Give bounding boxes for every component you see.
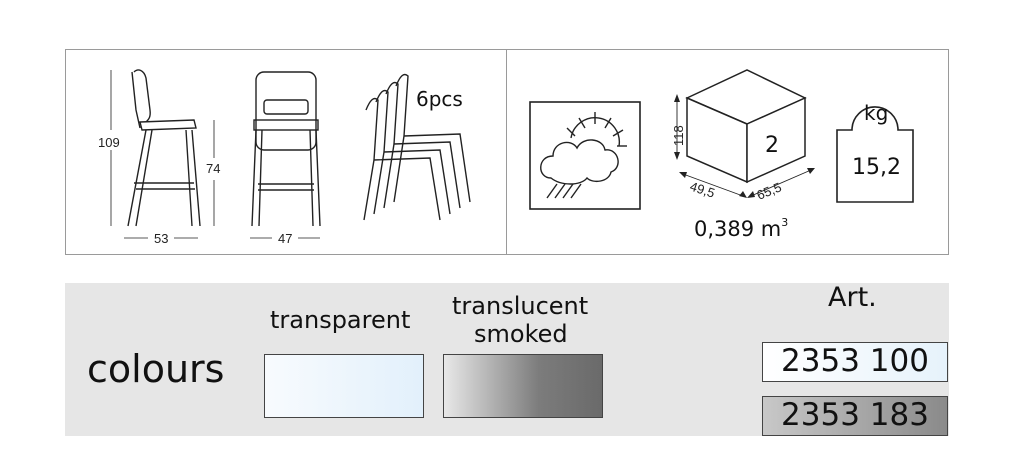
box-height-value: 118: [671, 125, 686, 146]
height-value: 109: [98, 135, 120, 150]
packaging-diagrams: 2 118 49,5 65,5 0,389 m3 kg 15,2: [529, 69, 914, 241]
weight-unit: kg: [864, 101, 888, 125]
colours-title: colours: [87, 347, 225, 391]
chair-side-view: [127, 69, 201, 227]
chair-front-view: [251, 71, 321, 227]
seat-height-value: 74: [206, 161, 220, 176]
box-depth-value: 49,5: [688, 179, 717, 201]
width-dimension: 47: [250, 231, 320, 246]
colour-label-smoked: smoked: [474, 320, 568, 348]
packaging-panel: 2 118 49,5 65,5 0,389 m3 kg 15,2: [506, 49, 949, 255]
chair-diagrams: 109 74 53 47 6pcs: [98, 69, 471, 246]
box-depth-dimension: 49,5: [679, 172, 747, 201]
weather-protection-icon: [529, 101, 641, 210]
stack-count: 6pcs: [416, 87, 463, 111]
colour-swatch-transparent[interactable]: [264, 354, 424, 418]
seat-height-dimension: 74: [206, 120, 220, 226]
box-height-dimension: 118: [671, 94, 686, 160]
chair-dimensions-panel: 109 74 53 47 6pcs: [65, 49, 507, 255]
weight-value: 15,2: [852, 155, 901, 180]
carton-box-icon: [685, 69, 807, 184]
colour-label-translucent: translucent: [452, 292, 589, 320]
colour-swatch-smoked[interactable]: [443, 354, 603, 418]
article-code-smoked: 2353 183: [762, 396, 948, 436]
volume-value: 0,389 m3: [694, 216, 788, 241]
weight-icon: kg 15,2: [836, 101, 914, 203]
article-title: Art.: [828, 282, 877, 313]
article-code-transparent: 2353 100: [762, 342, 948, 382]
stacked-chairs-icon: [363, 73, 471, 221]
height-dimension: 109: [98, 70, 120, 226]
depth-value: 53: [154, 231, 168, 246]
box-width-value: 65,5: [755, 179, 784, 202]
width-value: 47: [278, 231, 292, 246]
box-quantity: 2: [765, 133, 779, 158]
colour-label-transparent: transparent: [270, 306, 411, 334]
depth-dimension: 53: [124, 231, 198, 246]
